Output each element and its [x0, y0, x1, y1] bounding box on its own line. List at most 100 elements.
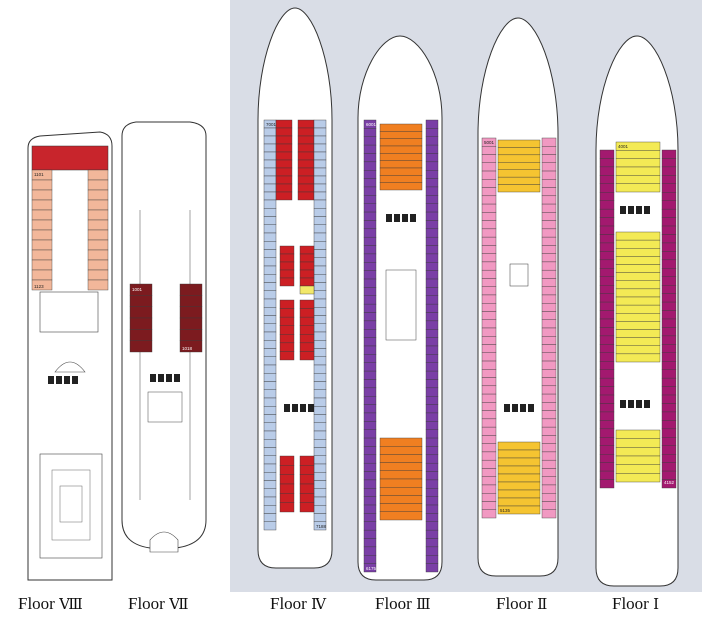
- floor-1-starboard-cabins-cell: [661, 470, 677, 480]
- floor-3-port-cabins-cell: [363, 144, 377, 154]
- floor-2-starboard-cabins-cell: [541, 137, 557, 147]
- floor-4-port-cabins-cell: [263, 290, 277, 300]
- floor-label-4: Floor Ⅳ: [270, 594, 326, 614]
- floor-2-port-cabins-cell: [481, 369, 497, 378]
- floor-2-starboard-cabins-cell: [541, 352, 557, 362]
- floor-2-starboard-cabins-cell: [541, 236, 557, 246]
- floor-2-starboard-cabins-cell: [541, 484, 557, 494]
- floor-1-starboard-cabins-cell: [661, 208, 677, 218]
- floor-8-port-cabins-cell: [31, 269, 53, 281]
- floor-4-port-red-cabins-cell: [275, 135, 293, 145]
- floor-3-fore-orange-cell: [379, 131, 423, 139]
- floor-2-port-cabins-cell: [481, 393, 497, 403]
- floor-1-port-cabins: [599, 149, 615, 489]
- floor-1-mid-yellow-cell: [615, 345, 661, 355]
- floor-4-starboard-cabins-cell: [313, 447, 327, 456]
- floor-1-starboard-cabins-cell: [661, 276, 677, 286]
- floor-1-elevators-aft: [620, 400, 650, 408]
- floor-1-mid-yellow-cell: [615, 329, 661, 338]
- floor-7-starboard-cabins-cell: [179, 295, 203, 307]
- floor-1-starboard-cabins-cell: [661, 454, 677, 463]
- floor-4-port-cabins-cell: [263, 224, 277, 234]
- floor-label-4-word: Floor: [270, 594, 307, 613]
- floor-4-starboard-cabins-cell: [313, 331, 327, 341]
- floor-4-elevators: [284, 404, 314, 412]
- floor-4-port-cabins-cell: [263, 422, 277, 432]
- floor-3-port-cabins-cell: [363, 496, 377, 506]
- floor-3-port-cabins-cell: [363, 370, 377, 380]
- floor-3-starboard-cabins-cell: [425, 437, 439, 447]
- floor-3-port-cabins-cell: [363, 186, 377, 196]
- elevator-icon: [628, 400, 634, 408]
- floor-1-starboard-cabins-cell: [661, 352, 677, 362]
- floor-4-starboard-cabins-cell: [313, 406, 327, 415]
- floor-2-aft-yellow-cell: [497, 481, 541, 491]
- floor-4-stern-red-starboard-cell: [299, 493, 315, 503]
- floor-4-port-cabins-cell: [263, 331, 277, 341]
- floor-3-fore-orange-cell: [379, 153, 423, 161]
- floor-2-port-cabins-cell: [481, 245, 497, 254]
- floor-2-port-cabins-cell: [481, 377, 497, 387]
- elevator-icon: [644, 206, 650, 214]
- floor-1-port-cabins-cell: [599, 394, 615, 404]
- floor-4-mid-red-starboard-cell: [299, 245, 315, 255]
- floor-7-starboard-cabins-cell: [179, 329, 203, 341]
- floor-1-starboard-cabins-cell: [661, 225, 677, 235]
- floor-8-aft-core: [59, 485, 83, 523]
- floor-4-port-cabins-cell: [263, 513, 277, 522]
- floor-3-aft-orange-cell: [379, 437, 423, 447]
- floor-4-starboard-cabins-cell: [313, 439, 327, 448]
- floor-4-port-fore-cabins-cell: [263, 167, 277, 177]
- floor-label-2-word: Floor: [496, 594, 533, 613]
- floor-4-starboard-fore-cabins-cell: [313, 183, 327, 193]
- floor-1-port-cabins-cell: [599, 208, 615, 218]
- floor-4-starboard-red-cabins-cell: [297, 151, 315, 161]
- floor-label-3: Floor Ⅲ: [375, 594, 431, 614]
- floor-2-port-cabins-cell: [481, 327, 497, 337]
- floor-3-starboard-cabins-cell: [425, 504, 439, 514]
- floor-2-port-cabins-cell: [481, 294, 497, 304]
- floor-2-starboard-cabins-cell: [541, 294, 557, 304]
- floor-4-stern-red-starboard-cell: [299, 465, 315, 475]
- floor-4-starboard-cabins-cell: [313, 488, 327, 498]
- floor-4-starboard-red-cabins-cell: [297, 135, 315, 145]
- floor-4-aft-red-port-cell: [279, 325, 295, 335]
- floor-3-starboard-cabins-cell: [425, 295, 439, 305]
- floor-3-starboard-cabins-cell: [425, 153, 439, 163]
- elevator-icon: [636, 400, 642, 408]
- floor-label-3-word: Floor: [375, 594, 412, 613]
- floor-8-port-cabins-cell: [31, 259, 53, 271]
- floor-3-starboard-cabins-cell: [425, 546, 439, 556]
- floor-4-port-cabins-cell: [263, 488, 277, 498]
- floor-3-port-cabins-cell: [363, 195, 377, 204]
- floor-8-starboard-cabins-cell: [87, 209, 109, 221]
- floor-label-8-word: Floor: [18, 594, 55, 613]
- floor-1-port-cabins-cell: [599, 149, 615, 159]
- floor-7-starboard-cabins: [179, 283, 203, 353]
- floor-3-port-cabins-cell: [363, 303, 377, 313]
- floor-4-port-red-cabins-cell: [275, 167, 293, 177]
- floor-1-port-cabins-cell: [599, 200, 615, 210]
- floor-1-mid-yellow-cell: [615, 239, 661, 249]
- floor-4-last-cabin: 7188: [316, 524, 327, 529]
- floor-3-starboard-cabins-cell: [425, 195, 439, 204]
- floor-4-stern-red-starboard-cell: [299, 483, 315, 494]
- floor-4-port-cabins-cell: [263, 389, 277, 399]
- floor-1-port-cabins-cell: [599, 242, 615, 252]
- floor-2-port-cabins-cell: [481, 278, 497, 287]
- floor-4-mid-red-starboard: [299, 245, 315, 287]
- floor-3-port-cabins-cell: [363, 329, 377, 338]
- floor-2-port-cabins-cell: [481, 509, 497, 519]
- floor-2-port-cabins-cell: [481, 179, 497, 188]
- floor-4-port-fore-cabins-cell: [263, 151, 277, 161]
- floor-1-aft-yellow-cell: [615, 429, 661, 439]
- floor-1-port-cabins-cell: [599, 276, 615, 286]
- floor-8-starboard-cabins-cell: [87, 259, 109, 271]
- floor-3-starboard-cabins-cell: [425, 337, 439, 347]
- floor-3-aft-orange-cell: [379, 446, 423, 455]
- floor-1-mid-yellow: [615, 231, 661, 363]
- floor-3-port-cabins-cell: [363, 228, 377, 238]
- elevator-icon: [528, 404, 534, 412]
- floor-3-aft-orange-cell: [379, 511, 423, 521]
- floor-3-starboard-cabins-cell: [425, 186, 439, 196]
